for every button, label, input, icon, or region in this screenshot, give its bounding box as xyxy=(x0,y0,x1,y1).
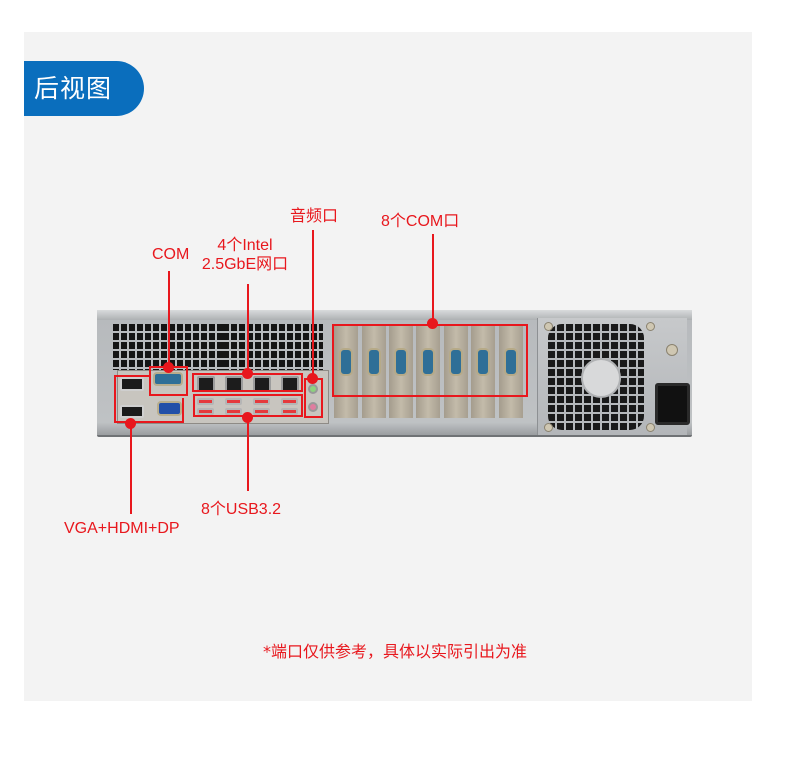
com-port-icon xyxy=(367,348,381,376)
com-port-icon xyxy=(394,348,408,376)
expansion-slot xyxy=(471,326,495,418)
label-lan: 4个Intel 2.5GbE网口 xyxy=(196,236,294,274)
screw-icon xyxy=(646,322,655,331)
highlight-video-ports-lower xyxy=(114,398,184,423)
expansion-slot xyxy=(362,326,386,418)
leader-line-usb xyxy=(247,417,249,491)
expansion-slot xyxy=(444,326,468,418)
screw-icon xyxy=(544,322,553,331)
label-lan-line1: 4个Intel xyxy=(217,237,273,254)
com-port-icon xyxy=(339,348,353,376)
chassis-top-lip xyxy=(97,310,692,320)
highlight-audio xyxy=(304,378,323,418)
label-com: COM xyxy=(152,246,190,263)
power-supply xyxy=(537,318,690,435)
usb-port-icon xyxy=(253,408,270,415)
section-title-badge: 后视图 xyxy=(24,61,144,116)
leader-dot-com8 xyxy=(427,318,438,329)
leader-dot-com xyxy=(163,362,174,373)
displayport-icon xyxy=(120,377,144,391)
leader-line-video xyxy=(130,423,132,514)
leader-line-com8 xyxy=(432,234,434,324)
usb-port-icon xyxy=(281,398,298,405)
leader-dot-lan xyxy=(242,368,253,379)
expansion-slot xyxy=(389,326,413,418)
usb-port-icon xyxy=(225,408,242,415)
com-port-icon xyxy=(421,348,435,376)
vent-grille-right xyxy=(223,324,323,370)
section-title: 后视图 xyxy=(34,74,113,103)
audio-line-out-icon xyxy=(308,384,318,394)
com-port-icon xyxy=(476,348,490,376)
expansion-slot xyxy=(499,326,523,418)
label-lan-line2: 2.5GbE网口 xyxy=(201,256,289,273)
screw-icon xyxy=(544,423,553,432)
screw-icon xyxy=(666,344,678,356)
label-usb: 8个USB3.2 xyxy=(201,501,282,518)
com-port-icon xyxy=(504,348,518,376)
leader-line-audio xyxy=(312,230,314,378)
chassis-rear-panel xyxy=(97,310,692,437)
expansion-slot xyxy=(416,326,440,418)
highlight-com8 xyxy=(332,324,528,397)
power-inlet-icon xyxy=(655,383,690,425)
usb-port-icon xyxy=(197,398,214,405)
leader-line-com xyxy=(168,271,170,367)
usb-port-icon xyxy=(197,408,214,415)
screw-icon xyxy=(646,423,655,432)
leader-dot-usb xyxy=(242,412,253,423)
com-port-icon xyxy=(449,348,463,376)
usb-port-icon xyxy=(225,398,242,405)
leader-dot-audio xyxy=(307,373,318,384)
fan-hub-icon xyxy=(581,358,621,398)
com-port-icon xyxy=(153,372,183,386)
hdmi-port-icon xyxy=(120,405,144,418)
label-audio: 音频口 xyxy=(290,208,339,225)
label-video: VGA+HDMI+DP xyxy=(64,520,180,537)
expansion-slot xyxy=(334,326,358,418)
audio-mic-in-icon xyxy=(308,402,318,412)
usb-port-icon xyxy=(253,398,270,405)
leader-dot-video xyxy=(125,418,136,429)
label-com8: 8个COM口 xyxy=(381,213,460,230)
usb-port-icon xyxy=(281,408,298,415)
leader-line-lan xyxy=(247,284,249,374)
vga-port-icon xyxy=(157,401,182,416)
disclaimer-note: *端口仅供参考，具体以实际引出为准 xyxy=(262,642,527,661)
